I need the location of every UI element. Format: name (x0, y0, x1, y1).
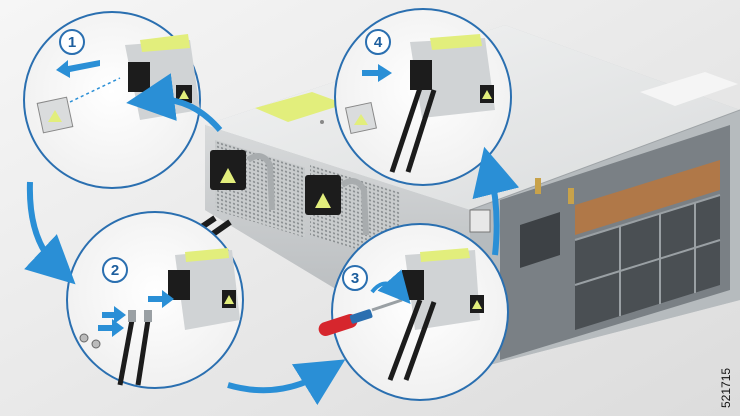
step-2-badge (102, 257, 128, 283)
step-2-number: 2 (111, 262, 119, 279)
step-3-detail: 3 (318, 223, 509, 401)
step-1-number: 1 (68, 34, 76, 51)
bend-arrow-icon (24, 181, 76, 285)
step-4-number: 4 (374, 34, 383, 51)
terminal-cover (36, 96, 74, 134)
warning-label (255, 92, 345, 122)
bend-arrow-icon (227, 359, 346, 406)
terminal-cover-installed (344, 101, 378, 135)
step-1-badge (59, 29, 85, 55)
cable-clip-icon (128, 62, 150, 92)
rotate-arrow-icon (370, 269, 411, 304)
insert-arrow-icon (98, 319, 124, 337)
sfp-module-area (469, 125, 730, 360)
step-4-badge (365, 29, 391, 55)
step-2-detail: 2 (66, 211, 244, 389)
install-arrow-icon (362, 64, 392, 82)
step-3-badge (342, 265, 368, 291)
flow-arrows (24, 73, 520, 406)
screw-icon (79, 333, 101, 349)
figure-id: 521715 (719, 368, 733, 408)
power-supply-icon (210, 150, 341, 215)
remove-arrow-icon (56, 60, 100, 78)
step-3-number: 3 (351, 270, 359, 287)
step-4-detail: 4 (334, 8, 512, 186)
top-label (640, 72, 738, 106)
power-cable-icon (117, 310, 152, 386)
bend-arrow-icon (126, 73, 223, 132)
bend-arrow-icon (472, 146, 520, 256)
